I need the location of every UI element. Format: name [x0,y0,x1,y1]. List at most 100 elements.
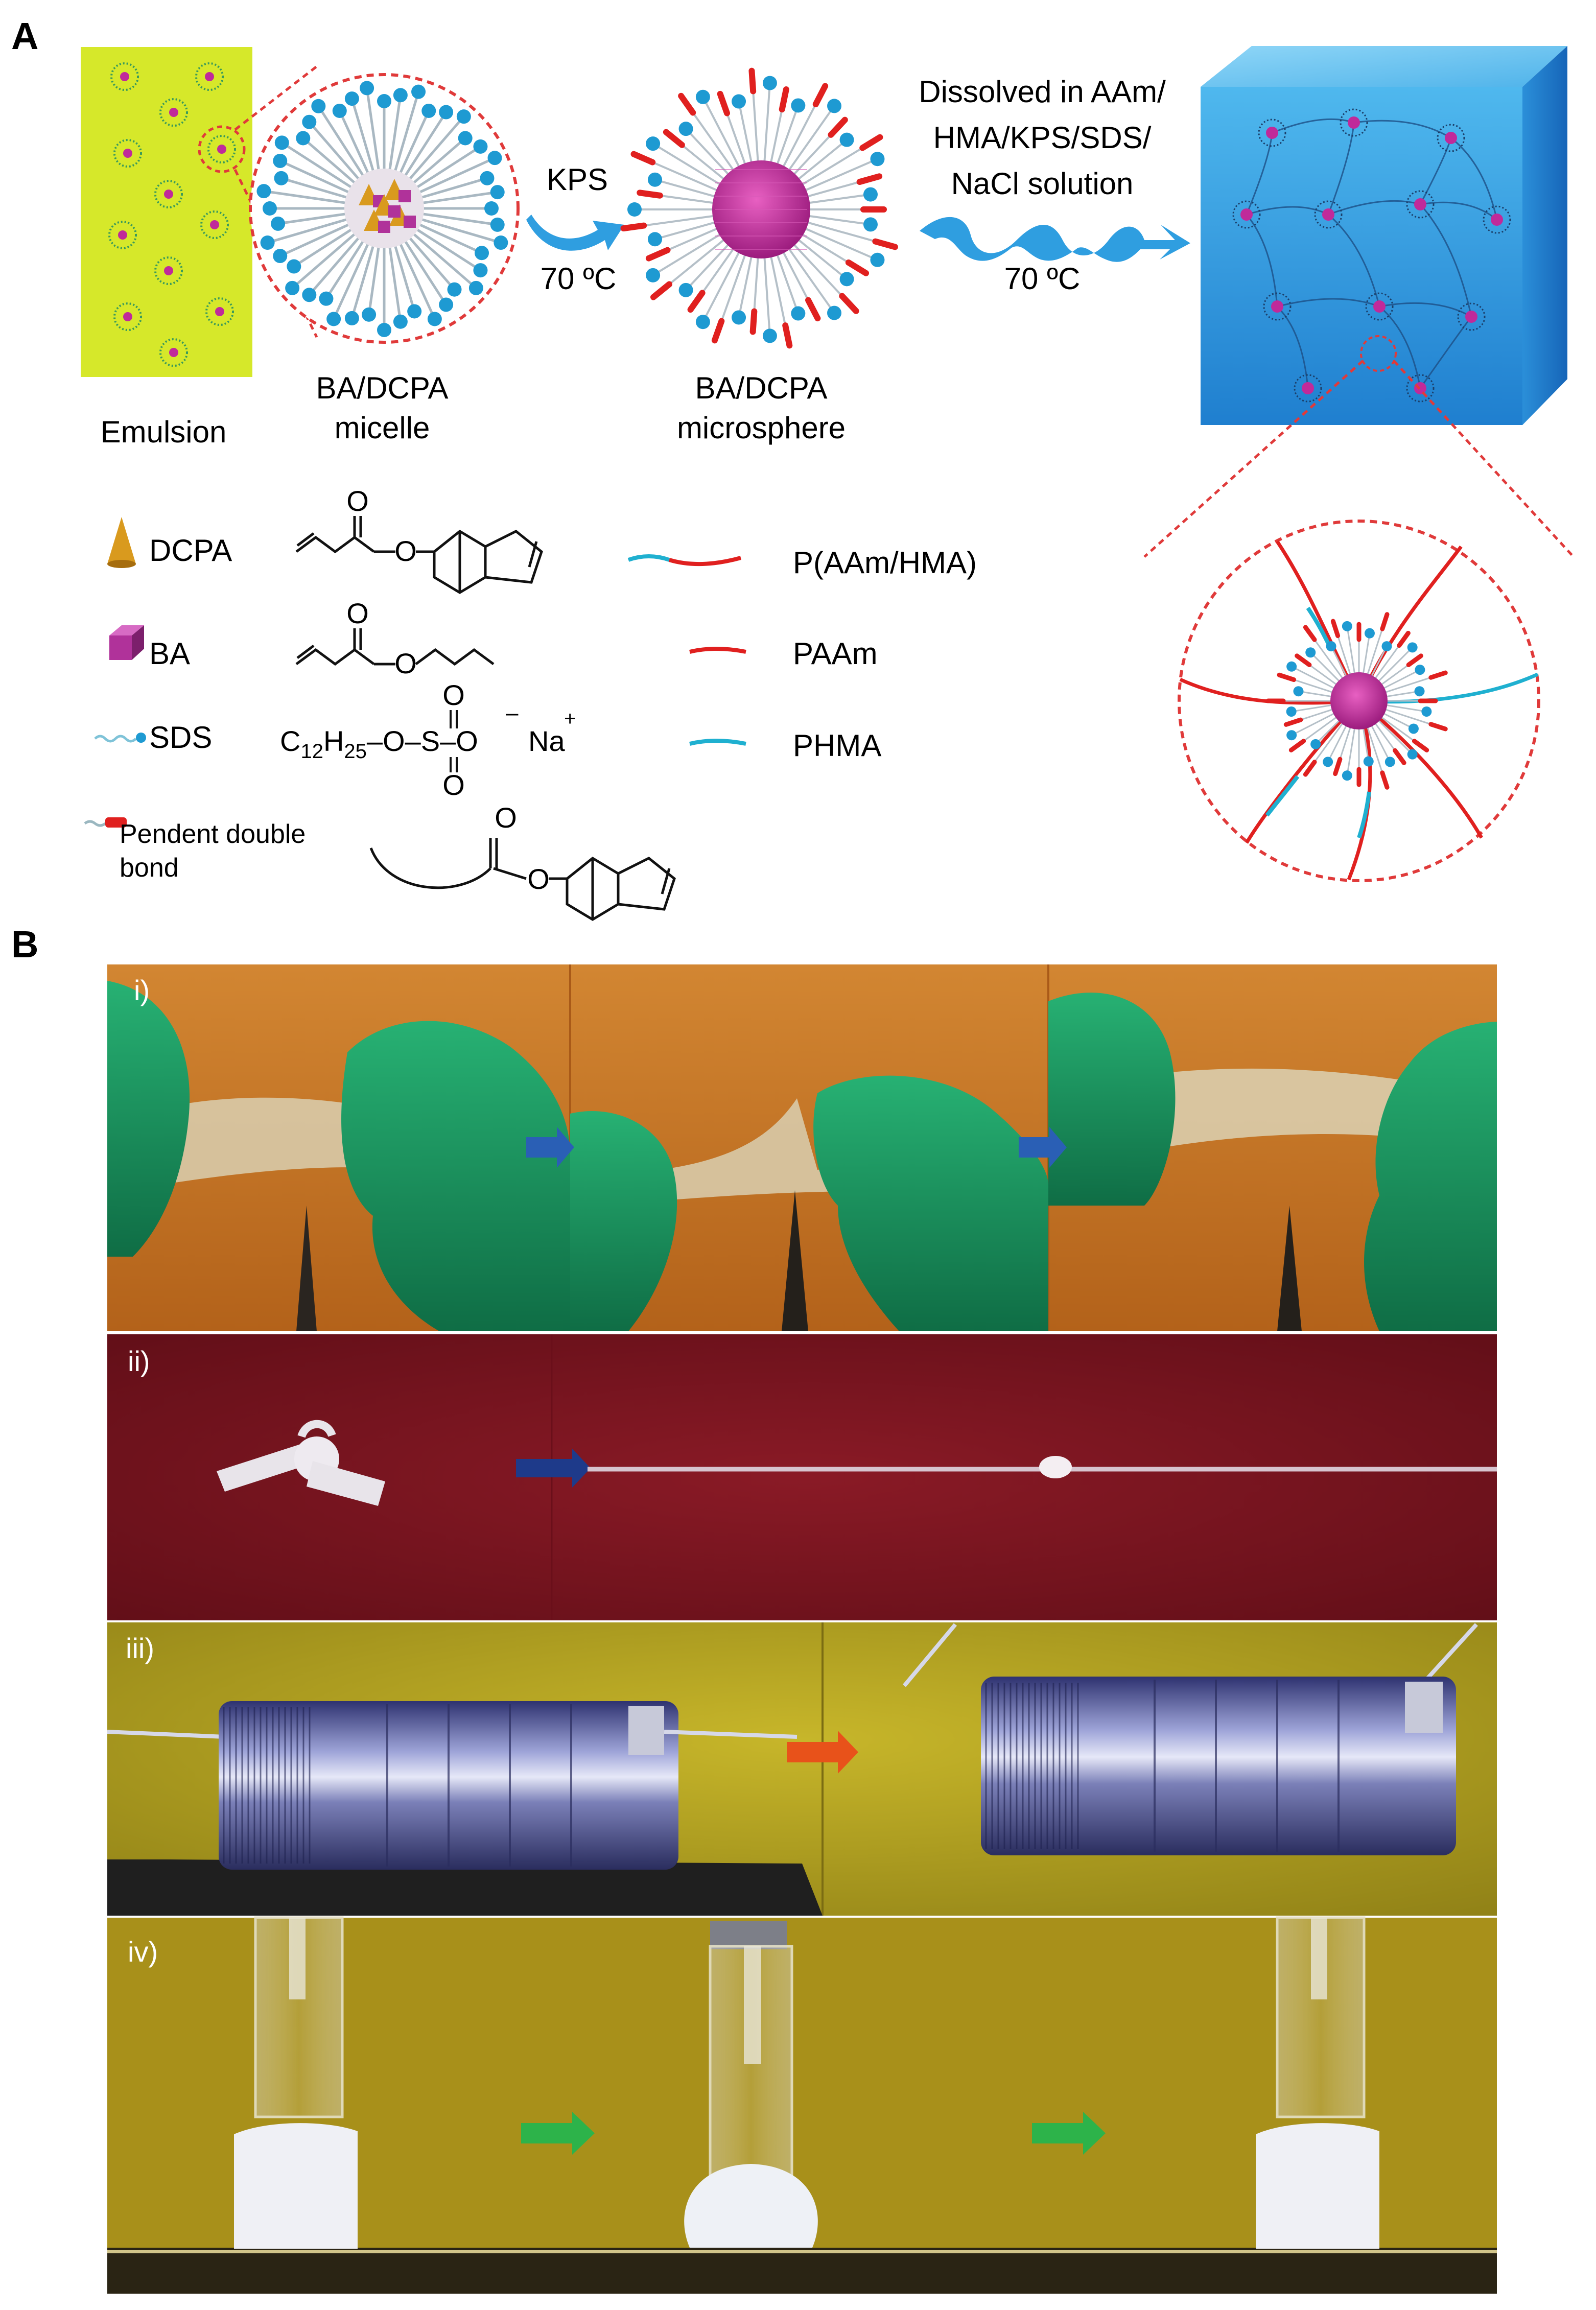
glove-right-2 [813,1075,1048,1331]
emulsion-illustration [81,47,252,377]
legend-p-aam-hma-label: P(AAm/HMA) [793,546,977,580]
vial-frame-2 [684,1921,818,2248]
row-iv-label: iv) [128,1936,158,1968]
pendent-bond-icon [84,817,127,828]
metal-weight-1 [219,1701,678,1870]
glass-plate [107,1859,823,1916]
microsphere-label-line1: BA/DCPA [695,371,828,405]
sds-bottom-o: O [442,769,465,801]
ba-carbonyl-o: O [346,597,369,629]
cube-front-face [1201,87,1522,425]
network-zoom-illustration [1178,520,1540,882]
p-aam-hma-line [627,554,670,562]
micelle-surfactants [256,81,508,337]
zoom-line-top [234,65,318,131]
sds-anion-charge: – [506,700,519,725]
glove-left-1 [107,981,190,1257]
vial-frame-1 [234,1916,358,2249]
sds-top-o: O [442,679,465,711]
row-ii-arrow [516,1449,591,1488]
weight-threads-2 [985,1680,1340,1852]
sds-sodium-charge: + [564,708,576,730]
glove-left-2 [570,1111,677,1331]
microsphere-label-line2: microsphere [677,411,846,445]
legend-sds-label: SDS [149,720,212,755]
pendent-carbonyl-o: O [495,802,517,834]
hydrogel-cylinder-1 [234,2123,358,2249]
weight-threads-1 [223,1704,572,1867]
ba-structure [295,628,495,666]
ba-cube-icon [109,625,144,660]
cube-zoom-marker [1360,335,1397,372]
step2-text-line3: NaCl solution [951,167,1134,201]
dcpa-cone-icon [107,517,136,564]
legend-ba-label: BA [149,637,190,671]
photo-row-i: i) [107,964,1497,1331]
photo-row-iii: iii) [107,1622,1497,1916]
step2-spiral-arrow [920,217,1190,262]
step1-reagent: KPS [547,162,608,197]
hydrogel-squashed [684,2164,818,2248]
knotted-gel [217,1420,385,1506]
vial-frame-3 [1256,1916,1379,2249]
cube-top-face [1201,46,1567,87]
sds-sodium: Na [528,725,565,757]
p-aam-hma-line-red [668,556,742,567]
pendent-structure [369,838,676,921]
dcpa-ester-o: O [394,535,417,567]
row-iv-arrow-2 [1032,2112,1106,2155]
legend-paam-label: PAAm [793,637,878,671]
microsphere-illustration [620,67,898,349]
photo-row-ii: ii) [107,1334,1497,1620]
panel-b-letter: B [11,923,38,965]
photo-row-iv: iv) [107,1916,1497,2294]
step2-text-line1: Dissolved in AAm/ [919,75,1166,109]
dcpa-structure [295,516,543,594]
zoom-network-chains [1179,540,1539,881]
panel-a-letter: A [11,15,38,57]
row-iii-arrow [787,1731,858,1774]
row-iii-label: iii) [126,1632,154,1664]
glove-right-1 [341,1021,570,1331]
legend-dcpa-label: DCPA [149,533,232,568]
gel-strip-3 [1124,1068,1420,1154]
hydrogel-cube [1201,46,1567,425]
metal-weight-2 [981,1677,1456,1855]
cube-zoom-line-right [1393,360,1575,558]
sds-surfactant-icon [94,733,146,743]
step1-temperature: 70 ºC [541,262,617,296]
cube-side-face [1522,46,1567,425]
glove-right-3 [1364,1022,1497,1331]
row-ii-label: ii) [128,1345,150,1377]
fiber-knot [1039,1456,1072,1478]
step2-temperature: 70 ºC [1004,262,1081,296]
step2-text-line2: HMA/KPS/SDS/ [933,121,1152,155]
row-i-label: i) [134,974,150,1006]
micelle-label-line2: micelle [335,411,430,445]
legend-pendent-line1: Pendent double [120,819,306,849]
glove-left-3 [1048,993,1176,1206]
legend-phma-label: PHMA [793,728,881,763]
row-i-arrow-2 [1019,1127,1067,1168]
dcpa-carbonyl-o: O [346,485,369,517]
emulsion-label: Emulsion [101,415,227,449]
micelle-label-line1: BA/DCPA [316,371,449,405]
ba-ester-o: O [394,647,417,679]
row-i-arrow-1 [526,1127,574,1168]
emulsion-zoom-marker [198,125,246,173]
hydrogel-cylinder-3 [1256,2123,1379,2249]
legend: DCPA O O BA [84,485,977,921]
svg-text:C12H25–O–S–O: C12H25–O–S–O [280,725,478,763]
cube-network [1232,108,1511,403]
paam-line [689,647,746,654]
pendent-ester-o: O [527,863,550,895]
micelle-illustration [249,73,520,344]
cube-zoom-line-left [1143,360,1364,558]
row-iv-arrow-1 [521,2112,595,2155]
blade-3 [1277,1206,1302,1331]
micelle-core [344,169,424,248]
legend-pendent-line2: bond [120,853,179,883]
emulsion-box [81,47,252,377]
blade-1 [296,1206,317,1331]
